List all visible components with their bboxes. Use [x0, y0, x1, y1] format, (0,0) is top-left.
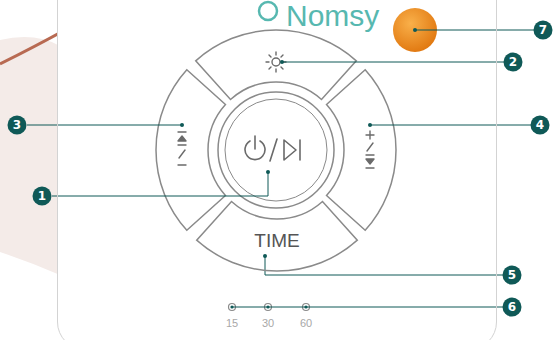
housing-fill	[57, 0, 497, 340]
device-housing: NomsyTIME	[57, 0, 497, 340]
time-button: TIME	[191, 199, 363, 275]
callout-circles	[8, 21, 553, 317]
light-icon	[266, 52, 286, 72]
callout-number: 7	[539, 23, 547, 37]
leader-dots	[180, 28, 417, 309]
background-blob	[0, 37, 60, 275]
minus-button	[156, 70, 225, 231]
plus-button	[327, 70, 396, 231]
callout-number: 1	[38, 189, 46, 203]
volume-up-icon	[366, 131, 374, 168]
power-play-icon	[245, 136, 300, 161]
center-button-ring	[225, 99, 327, 201]
timer-value: 60	[300, 317, 312, 330]
button-outline	[197, 202, 358, 271]
callout-number: 5	[508, 268, 516, 282]
callout-number: 2	[509, 55, 517, 69]
button-label: TIME	[254, 230, 299, 253]
callout-number: 6	[508, 300, 516, 314]
callout-number: 3	[13, 118, 21, 132]
timer-value: 30	[262, 317, 274, 330]
volume-down-icon	[178, 132, 186, 165]
light-button	[196, 30, 357, 99]
center-button	[218, 92, 334, 208]
button-ring	[156, 30, 396, 230]
timer-value: 15	[226, 317, 238, 330]
logo-mark	[259, 2, 277, 20]
leader-lines	[27, 30, 534, 307]
brand-name: Nomsy	[286, 1, 379, 31]
callout-number: 4	[536, 118, 544, 132]
